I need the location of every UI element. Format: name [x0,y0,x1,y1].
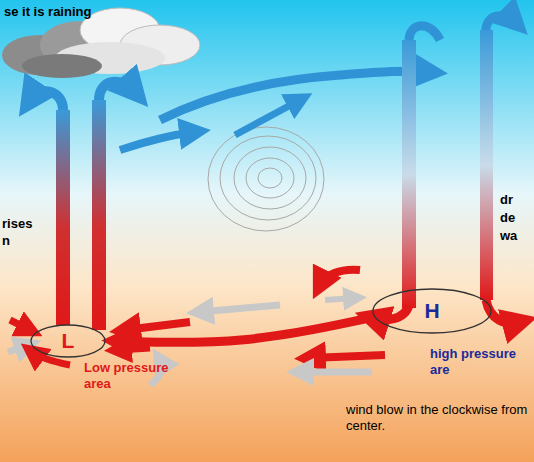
annotation-text: se it is raining [4,4,204,20]
annotation-text: dr [500,192,532,208]
surface-wind-arrow [114,317,374,342]
rising-air [56,110,70,325]
pressure-letter: L [62,329,75,353]
annotation-text: high pressure are [430,346,530,378]
pressure-center: L [30,324,106,358]
pressure-letter: H [424,299,439,323]
annotation-text: wind blow in the clockwise from center. [346,402,531,434]
annotation-text: Low pressure area [84,360,194,392]
pressure-center: H [372,288,492,334]
rising-air [92,100,106,330]
sinking-air [480,30,493,300]
annotation-text: de [500,210,532,226]
annotation-text: n [2,233,47,249]
annotation-text: rises [2,216,47,232]
isobars [208,127,324,231]
sinking-air [402,40,416,308]
annotation-text: wa [500,228,532,244]
